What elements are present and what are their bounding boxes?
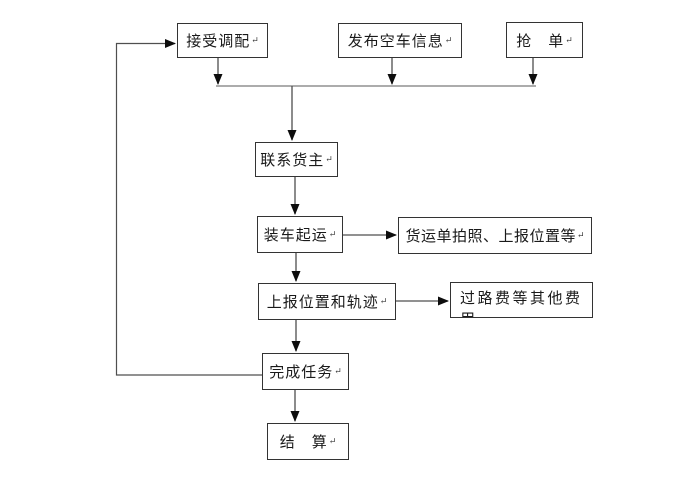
node-label: 过路费等其他费: [460, 291, 583, 307]
node-waybill-photo-report: 货运单拍照、上报位置等↵: [398, 217, 592, 254]
edge-feedback-loop: [115, 39, 262, 376]
node-label: 抢 单: [516, 33, 565, 50]
node-contact-shipper: 联系货主↵: [255, 142, 338, 177]
node-label: 联系货主: [260, 153, 325, 169]
node-load-and-depart: 装车起运↵: [257, 216, 343, 253]
node-label-clipped-overflow: 用: [460, 310, 588, 317]
paragraph-mark-icon: ↵: [251, 35, 259, 45]
node-label: 发布空车信息: [347, 34, 444, 50]
paragraph-mark-icon: ↵: [576, 230, 585, 240]
node-report-position-track: 上报位置和轨迹↵: [258, 283, 396, 320]
paragraph-mark-icon: ↵: [444, 35, 453, 45]
paragraph-mark-icon: ↵: [379, 296, 388, 306]
node-accept-dispatch: 接受调配↵: [177, 23, 268, 58]
node-toll-other-fees: 过路费等其他费 用: [450, 282, 593, 318]
node-label: 货运单拍照、上报位置等: [405, 229, 576, 245]
paragraph-mark-icon: ↵: [328, 436, 337, 446]
node-label: 结 算: [279, 435, 328, 451]
node-grab-order: 抢 单↵: [506, 22, 583, 58]
paragraph-mark-icon: ↵: [565, 34, 573, 45]
node-label: 接受调配: [186, 34, 251, 50]
node-label: 完成任务: [269, 365, 334, 381]
paragraph-mark-icon: ↵: [328, 229, 337, 239]
node-complete-task: 完成任务↵: [262, 353, 349, 390]
node-label: 上报位置和轨迹: [266, 295, 379, 311]
node-settlement: 结 算↵: [267, 423, 349, 460]
node-publish-empty-truck-info: 发布空车信息↵: [338, 23, 462, 58]
node-label: 装车起运: [263, 228, 328, 244]
paragraph-mark-icon: ↵: [325, 154, 333, 164]
paragraph-mark-icon: ↵: [334, 366, 342, 376]
